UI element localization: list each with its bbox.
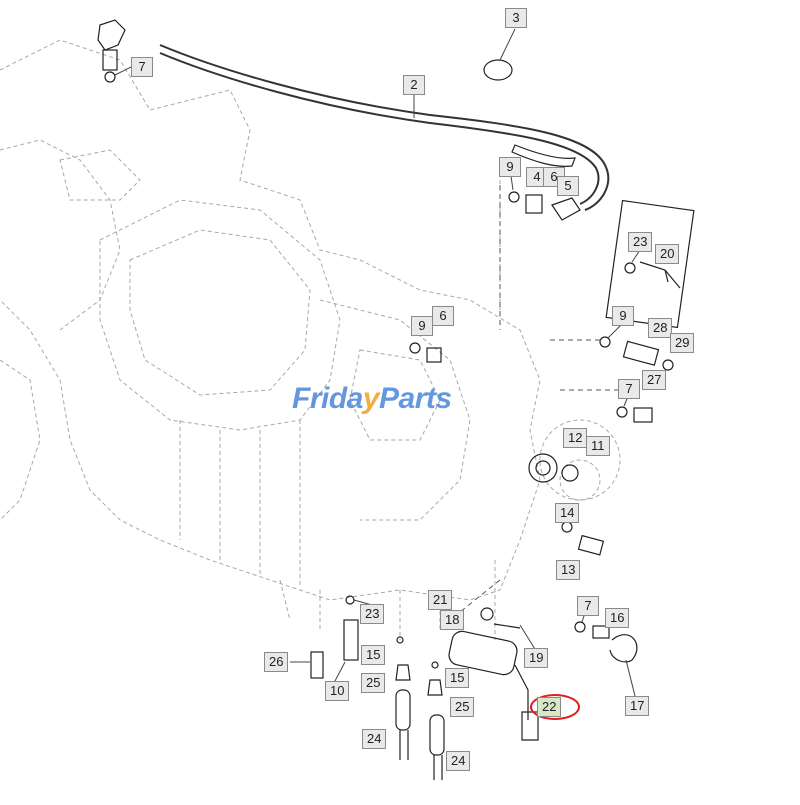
callout-25-left[interactable]: 25 bbox=[361, 673, 386, 693]
callout-13[interactable]: 13 bbox=[556, 560, 581, 580]
transmission-housing-outline bbox=[0, 39, 621, 640]
watermark-logo: FridayParts bbox=[292, 382, 452, 416]
callout-15-right[interactable]: 15 bbox=[445, 668, 470, 688]
hose-line bbox=[159, 44, 610, 211]
callout-25-right[interactable]: 25 bbox=[450, 697, 475, 717]
callout-14[interactable]: 14 bbox=[555, 503, 580, 523]
callout-22-highlighted[interactable]: 22 bbox=[537, 697, 562, 717]
callout-17[interactable]: 17 bbox=[625, 696, 650, 716]
callout-12[interactable]: 12 bbox=[563, 428, 588, 448]
callout-19[interactable]: 19 bbox=[524, 648, 549, 668]
callout-7-lower[interactable]: 7 bbox=[577, 596, 599, 616]
callout-20[interactable]: 20 bbox=[655, 244, 680, 264]
callout-29[interactable]: 29 bbox=[670, 333, 695, 353]
callout-2[interactable]: 2 bbox=[403, 75, 425, 95]
callout-6-mid[interactable]: 6 bbox=[432, 306, 454, 326]
callout-11[interactable]: 11 bbox=[586, 436, 610, 456]
callout-16[interactable]: 16 bbox=[605, 608, 630, 628]
parts-line-art bbox=[97, 19, 695, 780]
callout-9-mid[interactable]: 9 bbox=[411, 316, 433, 336]
callout-27[interactable]: 27 bbox=[642, 370, 667, 390]
callout-9[interactable]: 9 bbox=[499, 157, 521, 177]
callout-7[interactable]: 7 bbox=[131, 57, 153, 77]
watermark-part1: Frida bbox=[292, 382, 363, 415]
watermark-part2: Parts bbox=[379, 382, 452, 415]
callout-21[interactable]: 21 bbox=[428, 590, 453, 610]
callout-5[interactable]: 5 bbox=[557, 176, 579, 196]
callout-28[interactable]: 28 bbox=[648, 318, 673, 338]
callout-23-lower[interactable]: 23 bbox=[360, 604, 385, 624]
callout-3[interactable]: 3 bbox=[505, 8, 527, 28]
callout-24-right[interactable]: 24 bbox=[446, 751, 471, 771]
callout-9-right[interactable]: 9 bbox=[612, 306, 634, 326]
callout-23-upper[interactable]: 23 bbox=[628, 232, 653, 252]
callout-15-left[interactable]: 15 bbox=[361, 645, 386, 665]
highlight-ring bbox=[530, 694, 580, 720]
callout-24-left[interactable]: 24 bbox=[362, 729, 387, 749]
callout-10[interactable]: 10 bbox=[325, 681, 350, 701]
callout-leaders bbox=[114, 28, 641, 697]
callout-18[interactable]: 18 bbox=[440, 610, 465, 630]
callout-26[interactable]: 26 bbox=[264, 652, 289, 672]
callout-7-mid[interactable]: 7 bbox=[618, 379, 640, 399]
watermark-accent: y bbox=[362, 382, 380, 415]
leader-lines bbox=[449, 185, 620, 621]
